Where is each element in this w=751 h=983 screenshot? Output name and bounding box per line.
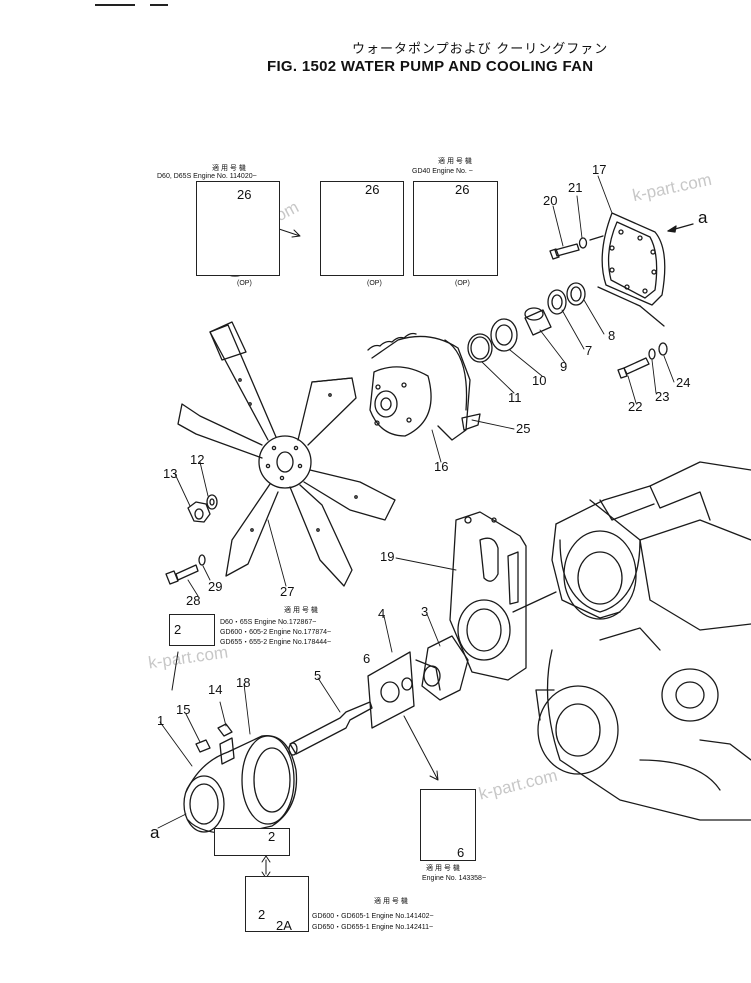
option-box-3 [413, 181, 498, 276]
callout-27: 27 [280, 584, 295, 599]
callout-20: 20 [543, 193, 558, 208]
part-24-washer [658, 342, 668, 356]
box2-note: (OP) [367, 280, 382, 287]
box5-part-number: 2 [268, 829, 276, 844]
option-box-6 [420, 789, 476, 861]
box4-model-header: 適 用 号 機 [284, 607, 318, 614]
part-12-washer [206, 494, 218, 510]
box7-model-line: GD650・GD655-1 Engine No.142411~ [312, 924, 434, 931]
arrow-a-right [667, 223, 694, 233]
callout-6: 6 [363, 651, 371, 666]
part-28-bolt [165, 564, 199, 585]
callout-5: 5 [314, 668, 322, 683]
callout-18: 18 [236, 675, 251, 690]
callout-17: 17 [592, 162, 607, 177]
box6-model-header: 適 用 号 機 [426, 865, 460, 872]
callout-7: 7 [585, 343, 593, 358]
box6-part-number: 6 [457, 845, 465, 860]
part-10-bearing [490, 318, 518, 352]
part-16-fan-pulley [367, 332, 481, 441]
box4-model-line: GD655・655-2 Engine No.178444~ [220, 639, 332, 646]
box3-part-number: 26 [455, 182, 470, 197]
box7-part-number: 2A [276, 918, 292, 933]
part-23-washer [648, 348, 656, 360]
callout-4: 4 [378, 606, 386, 621]
box4-part-number: 2 [174, 622, 182, 637]
option-box-4 [169, 614, 215, 646]
callout-22: 22 [628, 399, 643, 414]
option-box-5 [214, 828, 290, 856]
callout-8: 8 [608, 328, 616, 343]
option-box-7 [245, 876, 309, 932]
part-7-bearing [547, 289, 567, 315]
callout-24: 24 [676, 375, 691, 390]
box1-models: D60, D65S Engine No. 114020~ [157, 173, 257, 180]
part-27-fan [177, 321, 396, 587]
callout-a-left: a [150, 823, 160, 842]
callout-15: 15 [176, 702, 191, 717]
part-19-cover [449, 511, 527, 681]
leader-lines [157, 175, 675, 841]
box4-model-line: D60・65S Engine No.172867~ [220, 619, 317, 626]
box4-model-line: GD600・605-2 Engine No.177874~ [220, 629, 332, 636]
part-20-bolt [549, 243, 580, 260]
part-14-plug [217, 723, 233, 737]
part-29-washer [198, 554, 206, 566]
part-3-impeller [415, 635, 469, 701]
callout-13: 13 [163, 466, 178, 481]
top-rule-right [150, 4, 168, 6]
part-11-snap-ring [467, 333, 493, 363]
box7-model-header: 適 用 号 機 [374, 898, 408, 905]
part-4-seal-set [367, 651, 415, 729]
box3-note: (OP) [455, 280, 470, 287]
title-japanese: ウォータポンプおよび クーリングファン [352, 41, 609, 56]
part-21-washer [578, 235, 604, 249]
callout-23: 23 [655, 389, 670, 404]
box7-model-line: GD600・GD605-1 Engine No.141402~ [312, 913, 434, 920]
callout-12: 12 [190, 452, 205, 467]
part-9-spacer [524, 307, 552, 336]
engine-block [512, 461, 751, 821]
part-5-shaft [288, 701, 373, 756]
callout-a: a [698, 208, 708, 227]
arrow-indicator [171, 225, 439, 879]
box3-model-header: 適 用 号 機 [438, 158, 472, 165]
part-13-nut [187, 501, 211, 523]
callout-3: 3 [421, 604, 429, 619]
callout-16: 16 [434, 459, 449, 474]
option-box-2 [320, 181, 404, 276]
part-8-seal [566, 282, 586, 306]
figure-title: FIG. 1502 WATER PUMP AND COOLING FAN [267, 58, 594, 75]
top-rule-left [95, 4, 135, 6]
callout-11: 11 [508, 390, 522, 405]
box7-part-number: 2 [258, 907, 266, 922]
callout-28: 28 [186, 593, 201, 608]
box1-note: (OP) [237, 280, 252, 287]
callout-25: 25 [516, 421, 531, 436]
part-17-flange [597, 212, 666, 327]
box3-models: GD40 Engine No. ~ [412, 168, 473, 175]
part-1-pump-body [183, 735, 298, 835]
callout-29: 29 [208, 579, 223, 594]
callout-1: 1 [157, 713, 165, 728]
box1-part-number: 26 [237, 187, 252, 202]
part-22-bolt [617, 357, 650, 379]
callout-10: 10 [532, 373, 547, 388]
box2-part-number: 26 [365, 182, 380, 197]
option-box-1 [196, 181, 280, 276]
part-15-plug [195, 739, 211, 753]
callout-9: 9 [560, 359, 568, 374]
box6-engine: Engine No. 143358~ [422, 875, 487, 882]
callout-19: 19 [380, 549, 395, 564]
box1-model-header: 適 用 号 機 [212, 165, 246, 172]
callout-14: 14 [208, 682, 223, 697]
callout-21: 21 [568, 180, 583, 195]
